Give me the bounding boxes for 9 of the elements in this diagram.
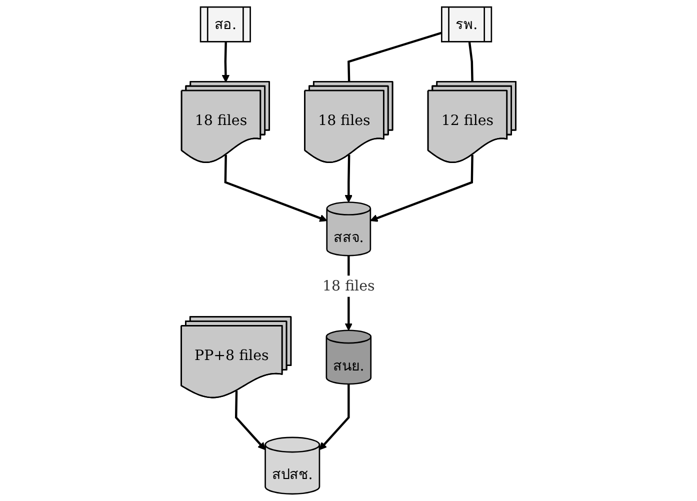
arrow <box>222 42 230 82</box>
arrow <box>319 384 350 450</box>
connector <box>348 32 442 82</box>
edge-label: 18 files <box>322 277 375 294</box>
arrow <box>370 154 474 222</box>
arrow <box>224 154 328 222</box>
arrow <box>344 154 353 203</box>
connector <box>468 42 474 82</box>
arrow <box>234 390 266 450</box>
